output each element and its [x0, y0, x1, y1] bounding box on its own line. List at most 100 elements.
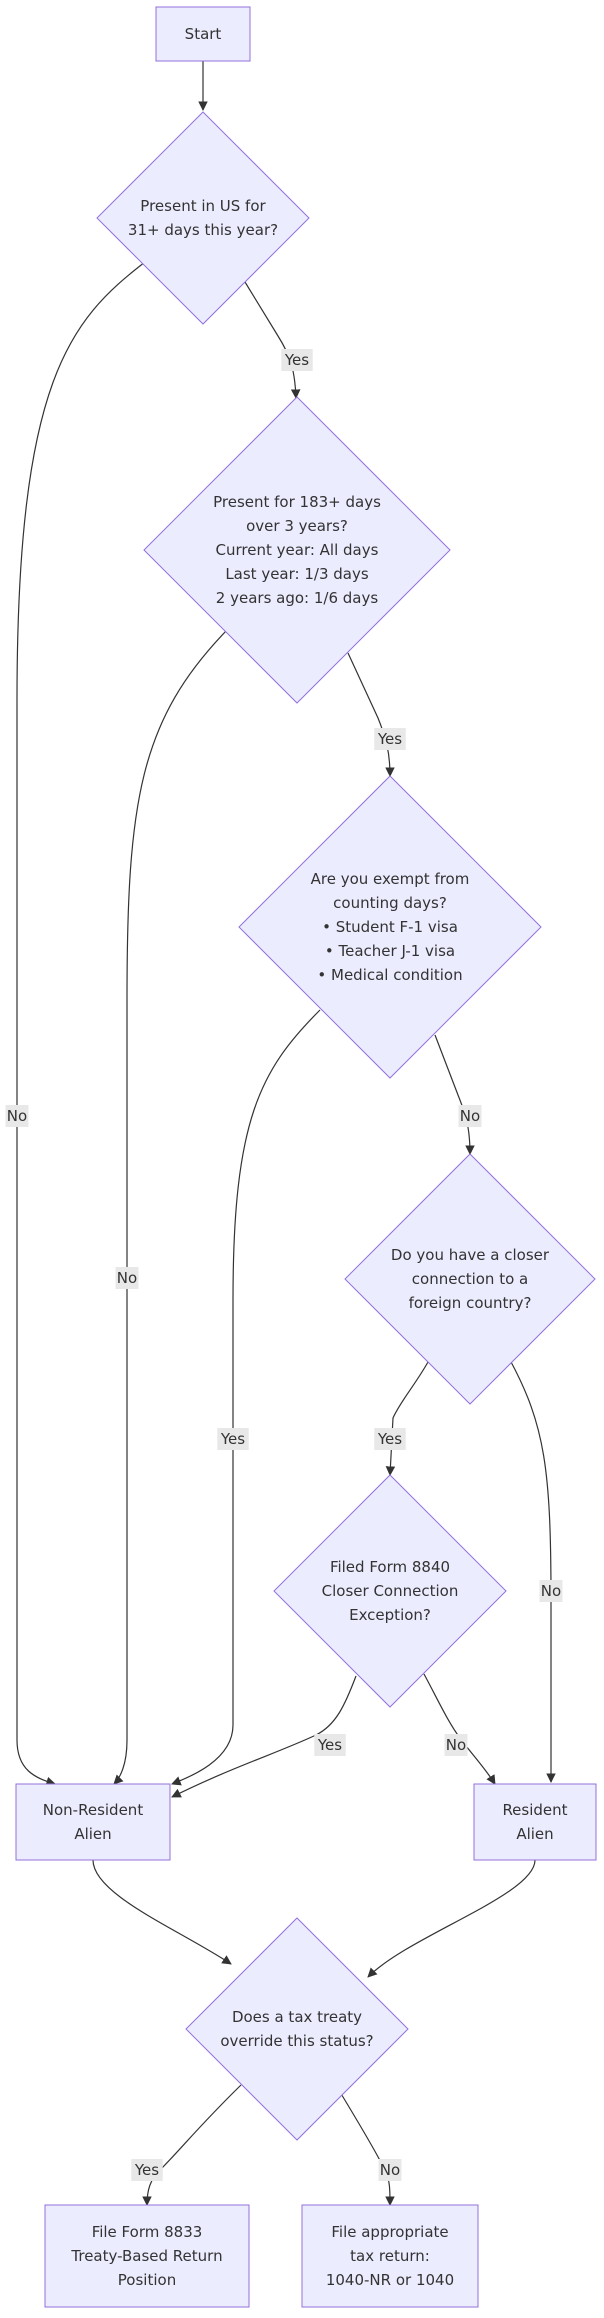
edge-non_resident-to-q_treaty — [92, 1859, 232, 1965]
node-text-line: over 3 years? — [246, 517, 348, 535]
node-q-treaty: Does a tax treaty override this status? — [185, 1917, 409, 2141]
node-text-line: override this status? — [220, 2032, 373, 2050]
node-text-line: Non-Resident — [43, 1801, 144, 1819]
edge-label-text: Yes — [317, 1736, 342, 1754]
edge-q_treaty-to-form_8833 — [142, 2084, 242, 2206]
node-text-line: • Teacher J-1 visa — [325, 942, 455, 960]
edge-label-text: Yes — [220, 1430, 245, 1448]
edge-label-yes: Yes — [281, 349, 313, 371]
edge-label-background — [281, 349, 313, 371]
node-text-line: Does a tax treaty — [232, 2008, 362, 2026]
edge-resident-to-q_treaty — [367, 1859, 536, 1978]
edge-label-text: Yes — [134, 2161, 159, 2179]
node-text-line: 1040-NR or 1040 — [326, 2271, 454, 2289]
edge-label-text: No — [117, 1269, 137, 1287]
decision-diamond — [273, 1474, 507, 1708]
edge-label-background — [458, 1105, 482, 1127]
edge-label-yes: Yes — [314, 1734, 346, 1756]
edge-label-yes: Yes — [374, 728, 406, 750]
edge-q_form8840-to-resident — [423, 1673, 496, 1785]
edge-label-no: No — [539, 1580, 563, 1602]
node-text-line: 2 years ago: 1/6 days — [216, 589, 379, 607]
node-text-line: Last year: 1/3 days — [225, 565, 369, 583]
edge-label-background — [314, 1734, 346, 1756]
edge-label-text: No — [7, 1107, 27, 1125]
node-text-line: Start — [185, 25, 222, 43]
edge-label-background — [374, 1428, 406, 1450]
node-text-line: Exception? — [349, 1606, 431, 1624]
edge-q_closer-to-resident — [509, 1359, 556, 1783]
process-box — [44, 2204, 250, 2308]
edge-q_31days-to-non_resident — [16, 261, 146, 1787]
edge-label-background — [378, 2159, 402, 2181]
edge-q_exempt-to-non_resident — [171, 1009, 321, 1786]
edge-label-yes: Yes — [374, 1428, 406, 1450]
node-text-line: tax return: — [350, 2247, 430, 2265]
edge-label-background — [217, 1428, 249, 1450]
node-q-183days: Present for 183+ days over 3 years? Curren… — [143, 396, 451, 704]
edge-label-text: No — [380, 2161, 400, 2179]
node-text-line: • Medical condition — [317, 966, 462, 984]
process-box — [473, 1783, 597, 1861]
edge-label-no: No — [458, 1105, 482, 1127]
node-text-line: Alien — [74, 1825, 111, 1843]
node-text-line: • Student F-1 visa — [322, 918, 458, 936]
edge-q_exempt-to-q_closer — [434, 1034, 475, 1155]
edge-label-text: No — [541, 1582, 561, 1600]
process-box — [15, 1783, 171, 1861]
node-text-line: connection to a — [412, 1270, 528, 1288]
edge-q_183days-to-non_resident — [113, 629, 228, 1785]
edge-label-no: No — [115, 1267, 139, 1289]
node-text-line: File appropriate — [331, 2223, 448, 2241]
process-box — [155, 6, 251, 62]
node-text-line: Are you exempt from — [311, 870, 470, 888]
edge-label-yes: Yes — [217, 1428, 249, 1450]
node-text-line: Treaty-Based Return — [70, 2247, 222, 2265]
decision-diamond — [344, 1153, 596, 1405]
edge-q_31days-to-q_183days — [244, 281, 301, 399]
process-box — [301, 2204, 479, 2308]
edge-label-yes: Yes — [131, 2159, 163, 2181]
edge-q_treaty-to-file_return — [339, 2091, 395, 2206]
node-text-line: counting days? — [333, 894, 447, 912]
edge-q_183days-to-q_exempt — [347, 652, 395, 777]
edge-label-background — [131, 2159, 163, 2181]
node-start: Start — [155, 6, 251, 62]
node-text-line: Filed Form 8840 — [330, 1558, 450, 1576]
edge-label-text: No — [460, 1107, 480, 1125]
node-text-line: Present for 183+ days — [213, 493, 381, 511]
node-text-line: foreign country? — [409, 1294, 532, 1312]
edge-label-text: Yes — [377, 730, 402, 748]
edge-label-background — [5, 1105, 29, 1127]
edge-label-text: No — [446, 1736, 466, 1754]
node-text-line: Alien — [516, 1825, 553, 1843]
edge-label-background — [374, 728, 406, 750]
edge-label-background — [539, 1580, 563, 1602]
decision-diamond — [185, 1917, 409, 2141]
node-text-line: Resident — [502, 1801, 567, 1819]
node-file-return: File appropriate tax return: 1040-NR or 10… — [301, 2204, 479, 2308]
edge-q_closer-to-q_form8840 — [385, 1361, 429, 1476]
node-text-line: File Form 8833 — [92, 2223, 203, 2241]
node-text-line: Current year: All days — [216, 541, 379, 559]
decision-diamond — [238, 775, 542, 1079]
edge-label-no: No — [378, 2159, 402, 2181]
edge-label-text: Yes — [284, 351, 309, 369]
edge-label-no: No — [5, 1105, 29, 1127]
edge-label-text: Yes — [377, 1430, 402, 1448]
node-text-line: Present in US for — [140, 197, 266, 215]
decision-diamond — [143, 396, 451, 704]
edge-q_form8840-to-non_resident — [171, 1675, 357, 1798]
node-text-line: 31+ days this year? — [128, 221, 278, 239]
edge-label-background — [115, 1267, 139, 1289]
node-q-exempt: Are you exempt from counting days? • Stude… — [238, 775, 542, 1079]
node-text-line: Closer Connection — [322, 1582, 459, 1600]
decision-diamond — [96, 111, 310, 325]
